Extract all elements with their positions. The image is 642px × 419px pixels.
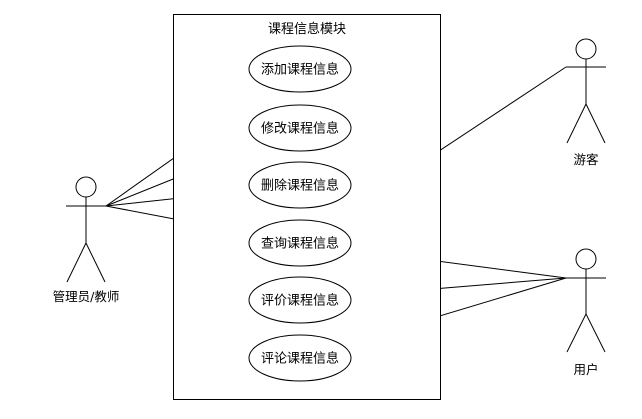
use-case-delete-label: 删除课程信息 [261,178,339,194]
use-case-comment-ellipse [248,334,352,382]
use-case-add-ellipse [248,45,352,93]
use-case-rate-ellipse [248,276,352,324]
use-case-comment-label: 评论课程信息 [261,351,339,367]
use-case-comment[interactable]: 评论课程信息 [248,334,352,382]
actor-guest[interactable]: 游客 [566,38,606,167]
stick-figure-icon [566,248,606,353]
use-case-edit-ellipse [248,104,352,152]
system-title: 课程信息模块 [268,21,346,37]
use-case-edit-label: 修改课程信息 [261,121,339,137]
stick-figure-icon [566,38,606,144]
actor-user[interactable]: 用户 [566,248,606,377]
use-case-edit[interactable]: 修改课程信息 [248,104,352,152]
use-case-add-label: 添加课程信息 [261,62,339,78]
use-case-query-label: 查询课程信息 [261,236,339,252]
use-case-add[interactable]: 添加课程信息 [248,45,352,93]
use-case-delete[interactable]: 删除课程信息 [248,161,352,209]
use-case-query-ellipse [248,219,352,267]
use-case-delete-ellipse [248,161,352,209]
stick-figure-icon [66,176,106,283]
actor-admin[interactable]: 管理员/教师 [53,176,120,304]
use-case-rate-label: 评价课程信息 [261,293,339,309]
use-case-query[interactable]: 查询课程信息 [248,219,352,267]
actor-admin-label: 管理员/教师 [53,289,120,304]
actor-user-label: 用户 [573,362,598,377]
use-case-rate[interactable]: 评价课程信息 [248,276,352,324]
actor-guest-label: 游客 [573,152,599,167]
